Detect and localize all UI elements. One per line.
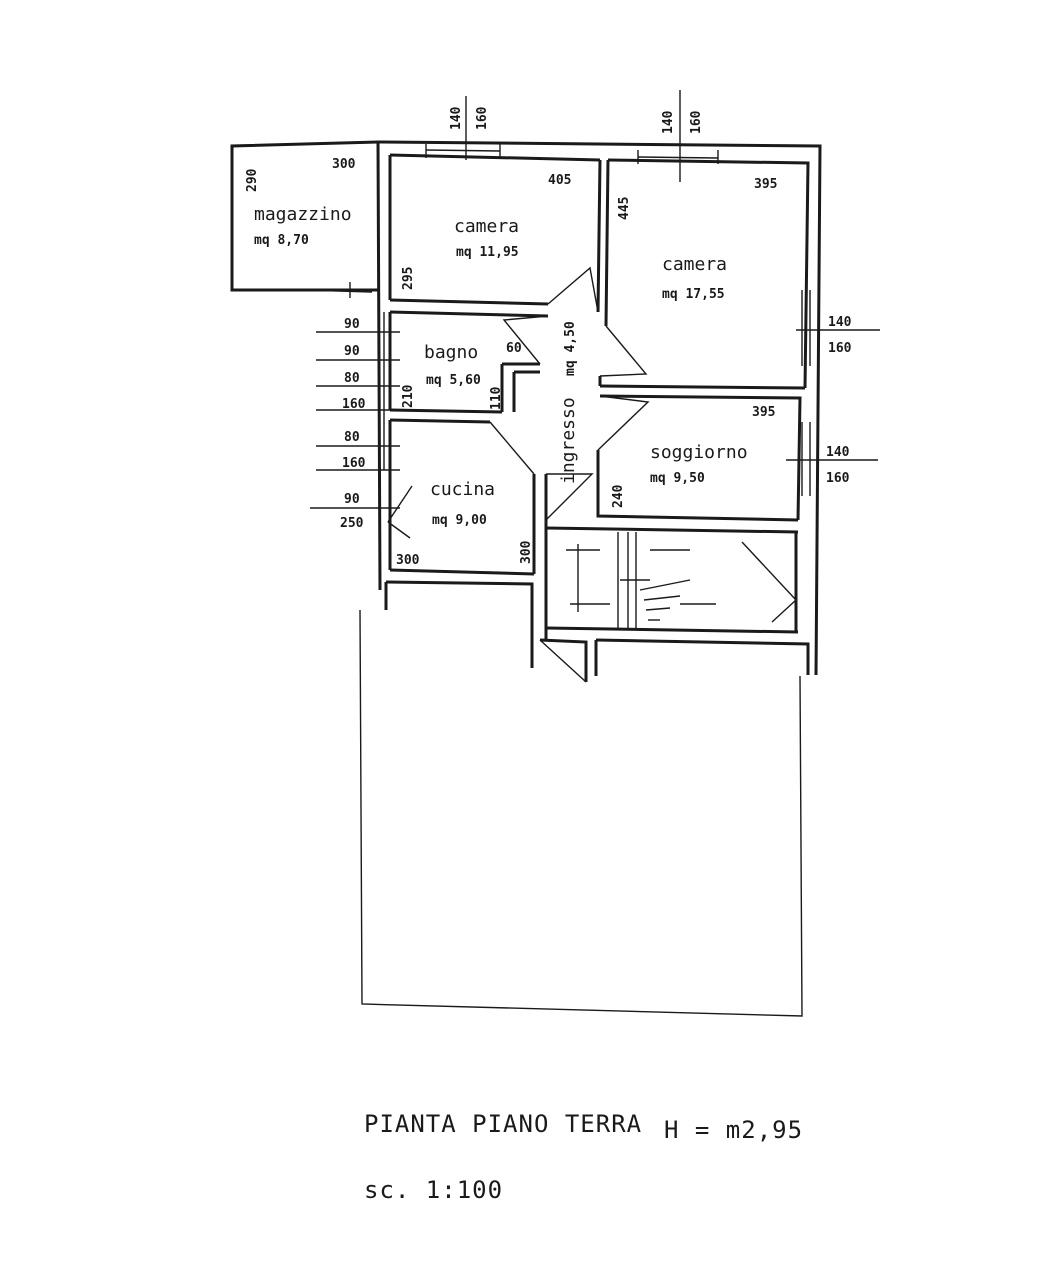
dim-sogg-w: 395 — [752, 405, 775, 420]
dim-left-90a: 90 — [344, 317, 360, 332]
room-name-soggiorno: soggiorno — [650, 442, 748, 463]
room-name-ingresso: ingresso — [558, 397, 579, 484]
dim-cam2-win-a: 140 — [661, 110, 676, 134]
dim-left-90c: 90 — [344, 492, 360, 507]
plan-scale: sc. 1:100 — [364, 1176, 504, 1204]
dim-sogg-h: 240 — [611, 484, 626, 508]
room-name-bagno: bagno — [424, 342, 478, 363]
dim-mag-w: 300 — [332, 157, 356, 172]
dim-bagno-h: 210 — [401, 384, 416, 408]
dim-left-160b: 160 — [342, 456, 366, 471]
room-name-camera-2: camera — [662, 254, 727, 275]
plan-height: H = m2,95 — [664, 1116, 804, 1144]
dim-left-80a: 80 — [344, 371, 360, 386]
dim-bagno-door: 110 — [489, 386, 504, 410]
dim-left-160a: 160 — [342, 397, 366, 412]
dim-cam2-side-a: 140 — [828, 315, 852, 330]
room-area-cucina: mq 9,00 — [432, 513, 487, 528]
room-area-bagno: mq 5,60 — [426, 373, 481, 388]
openings — [305, 90, 880, 683]
room-area-magazzino: mq 8,70 — [254, 233, 309, 248]
room-labels: magazzino mq 8,70 camera mq 11,95 camera… — [254, 204, 748, 528]
dim-cam2-w: 395 — [754, 177, 777, 192]
walls — [230, 140, 822, 1017]
dim-cam2-h: 445 — [617, 197, 632, 220]
dim-cam1-win-a: 140 — [449, 106, 464, 130]
dim-cam1-h: 295 — [401, 267, 416, 290]
dim-cam1-w: 405 — [548, 173, 571, 188]
dimension-labels: 300 290 140 160 405 295 140 160 395 445 … — [245, 106, 852, 568]
dim-cam1-win-b: 160 — [475, 106, 490, 130]
room-area-camera-2: mq 17,55 — [662, 287, 725, 302]
dim-cucina-w: 300 — [396, 553, 420, 568]
dim-cam2-side-b: 160 — [828, 341, 852, 356]
dim-mag-h: 290 — [245, 168, 260, 192]
room-name-cucina: cucina — [430, 479, 495, 500]
room-area-camera-1: mq 11,95 — [456, 245, 519, 260]
room-name-magazzino: magazzino — [254, 204, 352, 225]
dim-bagno-w: 60 — [506, 341, 522, 356]
dim-cam2-win-b: 160 — [689, 110, 704, 134]
room-area-ingresso: mq 4,50 — [563, 321, 578, 376]
dim-sogg-side-b: 160 — [826, 471, 850, 486]
dim-sogg-side-a: 140 — [826, 445, 850, 460]
dim-cucina-h: 300 — [519, 540, 534, 564]
dim-left-250: 250 — [340, 516, 364, 531]
room-area-soggiorno: mq 9,50 — [650, 471, 705, 486]
plan-title: PIANTA PIANO TERRA — [364, 1110, 643, 1138]
dim-left-80b: 80 — [344, 430, 360, 445]
dim-left-90b: 90 — [344, 344, 360, 359]
room-name-camera-1: camera — [454, 216, 519, 237]
